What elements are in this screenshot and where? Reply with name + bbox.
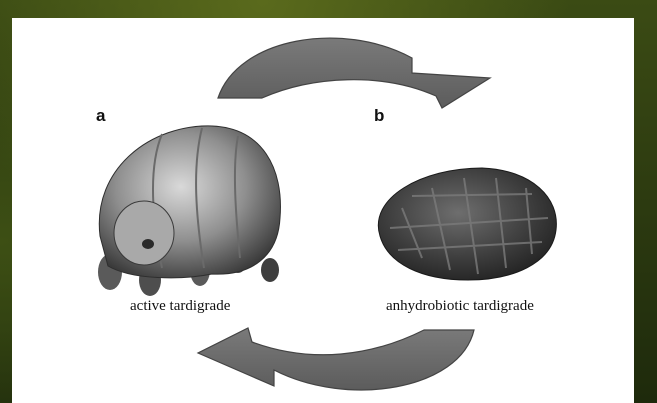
panel-label-a: a — [96, 106, 105, 126]
panel-label-b: b — [374, 106, 384, 126]
figure-graphics — [12, 18, 634, 403]
caption-active-tardigrade: active tardigrade — [130, 298, 230, 315]
caption-anhydrobiotic-tardigrade: anhydrobiotic tardigrade — [386, 298, 534, 315]
active-tardigrade-image — [98, 126, 280, 296]
curved-arrow-left-icon — [198, 328, 474, 390]
curved-arrow-right-icon — [218, 38, 490, 108]
figure-panel: a b active tardigrade anhydrobiotic tard… — [12, 18, 634, 403]
anhydrobiotic-tardigrade-image — [378, 168, 556, 280]
